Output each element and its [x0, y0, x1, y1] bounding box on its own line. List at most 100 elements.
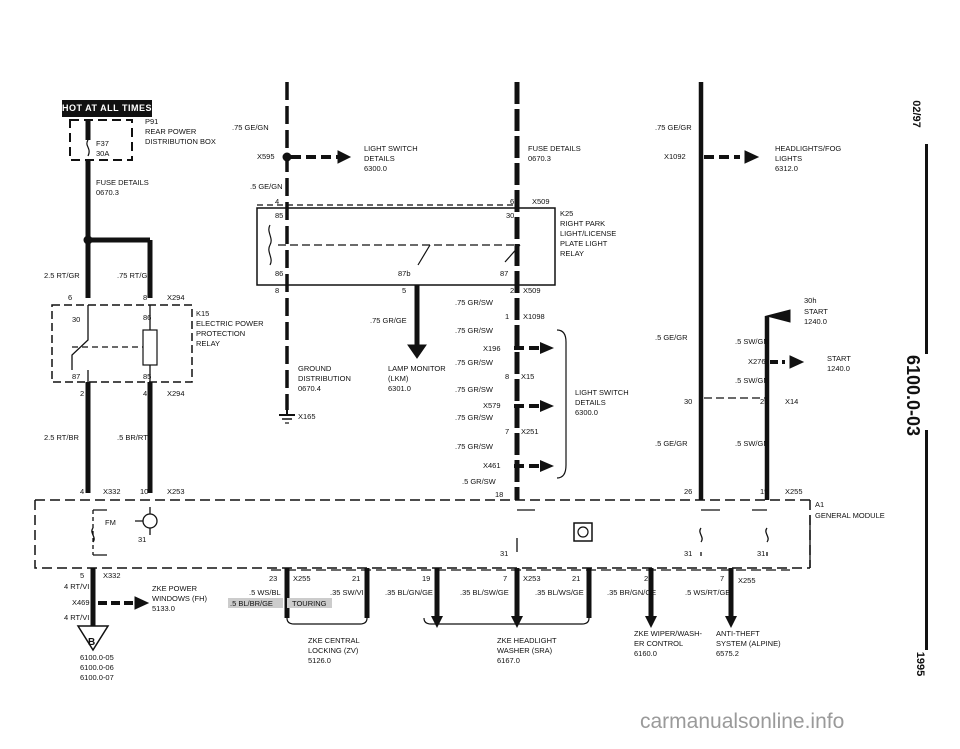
fuse-amps: 30A	[96, 149, 109, 158]
pin-label: 31	[684, 549, 692, 558]
connector-label: X509	[523, 286, 541, 295]
pin-label: 85	[275, 211, 283, 220]
pin-label: 8	[275, 286, 279, 295]
module-internals	[91, 507, 811, 568]
ref-number: 1240.0	[827, 364, 850, 373]
relay-title-1: ELECTRIC POWER	[196, 319, 264, 328]
offpage-letter: B	[88, 637, 95, 648]
offpage-ref: 6100.0-05	[80, 653, 114, 662]
pin-label: 21	[352, 574, 360, 583]
connector-label: X14	[785, 397, 798, 406]
connector-label: X509	[532, 197, 550, 206]
pin-label: 1	[505, 312, 509, 321]
pin-label: 86	[275, 269, 283, 278]
relay-ref: K15	[196, 309, 209, 318]
ref-title: SYSTEM (ALPINE)	[716, 639, 781, 648]
pin-label: 31	[500, 549, 508, 558]
pin-label: 2	[510, 286, 514, 295]
relay-k15	[51, 304, 193, 383]
ref-title: DETAILS	[575, 398, 606, 407]
connector-label: X196	[483, 344, 501, 353]
connector-label: X461	[483, 461, 501, 470]
relay-title-3: PLATE LIGHT	[560, 239, 608, 248]
ref-title: DISTRIBUTION	[298, 374, 351, 383]
pin-label: 5	[80, 571, 84, 580]
ref-number: 6312.0	[775, 164, 798, 173]
wire-label: 2.5 RT/GR	[44, 271, 80, 280]
connector-label: X294	[167, 293, 185, 302]
connector-label: X165	[298, 412, 316, 421]
wire-label: .5 GE/GN	[250, 182, 283, 191]
connector-label: X1092	[664, 152, 686, 161]
module-hub-icon	[573, 522, 593, 542]
pin-label: 7	[505, 427, 509, 436]
light-switch-arrows	[514, 346, 540, 468]
ref-title: START	[804, 307, 828, 316]
wire-label: .5 SW/GN	[735, 337, 769, 346]
pin-label: 22	[644, 574, 652, 583]
wire-label: .75 GR/SW	[455, 358, 494, 367]
relay-ref: K25	[560, 209, 573, 218]
connector-label: X1098	[523, 312, 545, 321]
pin-label: 31	[138, 535, 146, 544]
wire-label: .5 BR/RT	[117, 433, 148, 442]
wire-label: .5 SW/GN	[735, 376, 769, 385]
relay-title-3: RELAY	[196, 339, 220, 348]
offpage-ref: 6100.0-07	[80, 673, 114, 682]
ref-number: 0670.4	[298, 384, 321, 393]
pin-label: 10	[140, 487, 148, 496]
wire-label: .5 GR/SW	[462, 477, 497, 486]
pin-label: 86	[143, 313, 151, 322]
ref-number: 0670.3	[528, 154, 551, 163]
ref-title: WASHER (SRA)	[497, 646, 553, 655]
fuse-box-p91	[69, 119, 133, 161]
ref-number: 6300.0	[364, 164, 387, 173]
pin-label: 8	[143, 293, 147, 302]
connector-label: X255	[738, 576, 756, 585]
fuse-box-title-2: DISTRIBUTION BOX	[145, 137, 216, 146]
ref-number: 6167.0	[497, 656, 520, 665]
wire-label: .35 BL/WS/GE	[535, 588, 584, 597]
ref-number: 6300.0	[575, 408, 598, 417]
wire-label: .35 SW/VI	[330, 588, 364, 597]
fuse-details-ref: 0670.3	[96, 188, 119, 197]
wire-label: .5 BL/BR/GE	[230, 599, 273, 608]
hot-at-all-times-badge: HOT AT ALL TIMES	[62, 100, 152, 117]
pin-label: 5	[402, 286, 406, 295]
wire-label: .75 GR/SW	[455, 442, 494, 451]
ref-title: (LKM)	[388, 374, 409, 383]
ref-number: 6301.0	[388, 384, 411, 393]
connector-label: X253	[523, 574, 541, 583]
relay-title-1: RIGHT PARK	[560, 219, 605, 228]
ref-title: LIGHT SWITCH	[364, 144, 418, 153]
pin-label: 18	[495, 490, 503, 499]
fuse-box-ref: P91	[145, 117, 158, 126]
pin-label: 4	[275, 197, 279, 206]
ref-title: START	[827, 354, 851, 363]
ref-title: LOCKING (ZV)	[308, 646, 359, 655]
fuse-box-title-1: REAR POWER	[145, 127, 197, 136]
wire-label: 2.5 RT/BR	[44, 433, 79, 442]
ref-title: FUSE DETAILS	[528, 144, 581, 153]
ref-title: WINDOWS (FH)	[152, 594, 207, 603]
ref-title: LIGHTS	[775, 154, 802, 163]
ref-number: 1240.0	[804, 317, 827, 326]
connector-label: X469	[72, 598, 90, 607]
connector-label: X251	[521, 427, 539, 436]
page-doc-number: 6100.0-03	[903, 354, 924, 437]
pin-label: 87b	[398, 269, 411, 278]
pin-label: 4	[80, 487, 84, 496]
general-module-outline	[34, 499, 811, 569]
ref-title: ZKE POWER	[152, 584, 198, 593]
page-rule-bottom	[925, 430, 928, 650]
pin-label: 4	[143, 389, 147, 398]
wire-label: .35 BL/GN/GE	[385, 588, 433, 597]
pin-label: 85	[143, 372, 151, 381]
page-date: 02/97	[909, 100, 922, 128]
page-reference-strip: 02/97 6100.0-03 1995	[903, 80, 946, 680]
ref-title: ER CONTROL	[634, 639, 683, 648]
wire-label: 4 RT/VI	[64, 582, 89, 591]
pin-label: 87	[72, 372, 80, 381]
pin-label: 8	[505, 372, 509, 381]
